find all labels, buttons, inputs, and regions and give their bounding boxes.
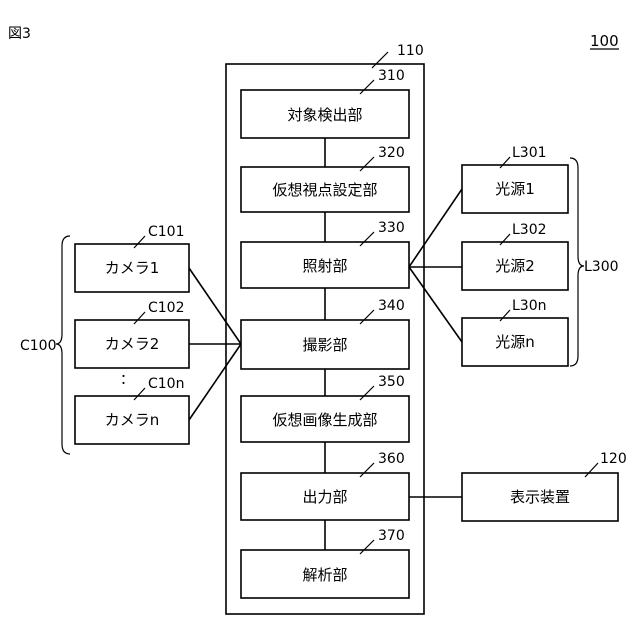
camera-label: カメラ1 [105,259,160,277]
unit-ref-label: 320 [378,145,405,161]
unit-label: 照射部 [302,257,347,275]
unit-label: 仮想視点設定部 [272,181,377,199]
unit-label: 仮想画像生成部 [272,411,377,429]
light-source-ref-label: L302 [512,222,547,238]
unit-ref-label: 340 [378,298,405,314]
unit-label: 解析部 [302,566,347,584]
light-source-ref-label: L30n [512,298,547,314]
unit-ref-label: 360 [378,451,405,467]
light-group-bracket [570,158,584,366]
unit-ref-label: 350 [378,374,405,390]
camera-2: カメラ2 C102 [75,300,189,368]
camera-label: カメラn [105,411,160,429]
camera-ellipsis: ： [120,372,134,388]
figure-title: 図3 [8,26,31,42]
system-ref-label: 100 [590,32,619,50]
unit-label: 出力部 [302,488,347,506]
camera-group-ref-label: C100 [20,338,57,354]
camera-ref-label: C102 [148,300,185,316]
unit-ref-label: 330 [378,220,405,236]
camera-1: カメラ1 C101 [75,224,189,292]
display-ref-label: 120 [600,451,627,467]
unit-ref-label: 310 [378,68,405,84]
light-source-label: 光源2 [495,257,535,275]
light-source-2: 光源2 L302 [462,222,568,290]
camera-group-bracket [56,236,70,454]
unit-ref-label: 370 [378,528,405,544]
light-group-ref-label: L300 [584,259,619,275]
light-source-label: 光源1 [495,180,535,198]
unit-label: 撮影部 [302,336,347,354]
light-source-label: 光源n [495,333,535,351]
light-source-1: 光源1 L301 [462,145,568,213]
camera-ref-label: C101 [148,224,185,240]
light-source-ref-label: L301 [512,145,547,161]
camera-label: カメラ2 [105,335,160,353]
camera-ref-label: C10n [148,376,184,392]
display-label: 表示装置 [510,488,570,506]
apparatus-ref-label: 110 [397,43,424,59]
light-source-n: 光源n L30n [462,298,568,366]
display-device: 表示装置 120 [462,451,627,521]
unit-label: 対象検出部 [287,106,362,124]
